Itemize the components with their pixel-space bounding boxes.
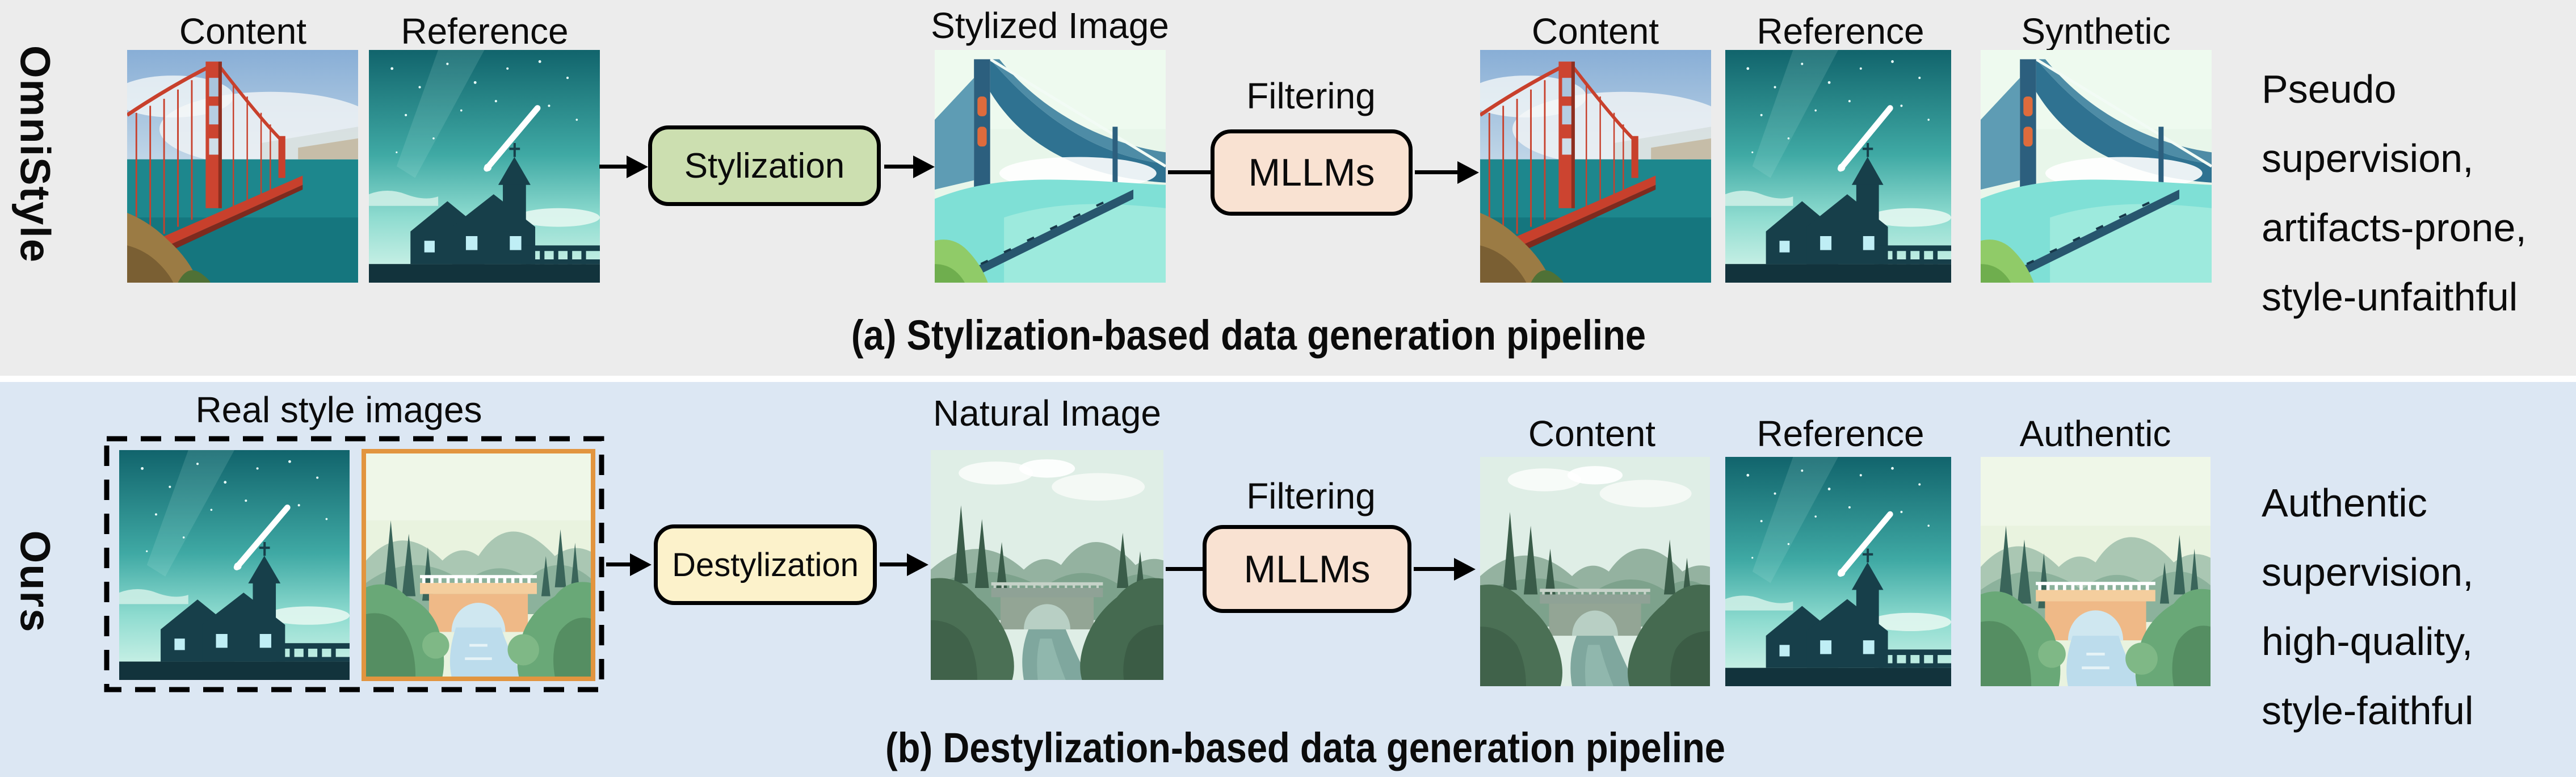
filtering-label-b: Filtering (1246, 476, 1376, 516)
arrow-to-triplet-b (1414, 567, 1455, 571)
arrow-to-destylization (606, 562, 631, 566)
output-content-label: Content (1531, 11, 1659, 52)
stylization-box: Stylization (648, 125, 881, 206)
style-image-bridge-illustration (362, 449, 595, 681)
triplet-reference-image (1725, 50, 1951, 283)
mllms-box-label: MLLMs (1248, 151, 1375, 194)
pipeline-b-note: Authentic supervision, high-quality, sty… (2262, 481, 2474, 733)
triplet-content-image (1480, 50, 1711, 283)
reference-style-image (369, 50, 600, 283)
arrow-to-stylized-image (884, 165, 914, 169)
triplet-synthetic-image (1981, 50, 2212, 283)
output-reference-label: Reference (1756, 11, 1924, 52)
stylized-result-image (935, 50, 1166, 283)
arrow-to-stylization (599, 165, 628, 169)
pipeline-a-note: Pseudo supervision, artifacts-prone, sty… (2262, 67, 2527, 319)
triplet-authentic-image (1981, 457, 2211, 686)
stylization-box-label: Stylization (684, 146, 845, 186)
stylized-image-label: Stylized Image (931, 5, 1169, 46)
style-image-comet-house (119, 450, 350, 680)
mllms-box-b: MLLMs (1203, 525, 1411, 613)
output-authentic-label-b: Authentic (2019, 413, 2171, 454)
mllms-box-label-b: MLLMs (1243, 547, 1371, 591)
destylization-box: Destylization (654, 524, 877, 605)
stylization-pipeline-panel: OmniStyle Content Reference Stylized Ima… (0, 0, 2576, 376)
content-photo-image (127, 50, 358, 283)
row-label-ours: Ours (11, 530, 59, 633)
output-reference-label-b: Reference (1756, 413, 1924, 454)
caption-b: (b) Destylization-based data generation … (885, 724, 1725, 771)
triplet-content-image-b (1480, 457, 1710, 686)
destylization-pipeline-panel: Ours Real style images Natural Image Fil… (0, 382, 2576, 777)
arrow-to-natural-image (880, 562, 908, 566)
reference-label: Reference (401, 11, 569, 52)
natural-result-image (931, 450, 1163, 680)
real-style-group-dashed-box (104, 436, 604, 692)
output-synthetic-label: Synthetic (2021, 11, 2171, 52)
natural-image-label: Natural Image (933, 393, 1161, 434)
output-content-label-b: Content (1528, 413, 1656, 454)
filtering-label: Filtering (1246, 75, 1376, 116)
caption-a: (a) Stylization-based data generation pi… (851, 312, 1646, 359)
mllms-box: MLLMs (1211, 129, 1413, 216)
content-label: Content (179, 11, 307, 52)
arrow-to-triplet (1415, 170, 1459, 174)
triplet-reference-image-b (1725, 457, 1951, 686)
destylization-box-label: Destylization (672, 546, 859, 583)
row-label-omnistyle: OmniStyle (11, 45, 59, 263)
real-style-images-label: Real style images (195, 389, 482, 430)
line-to-mllms-b (1166, 567, 1203, 571)
line-to-mllms (1168, 170, 1211, 174)
